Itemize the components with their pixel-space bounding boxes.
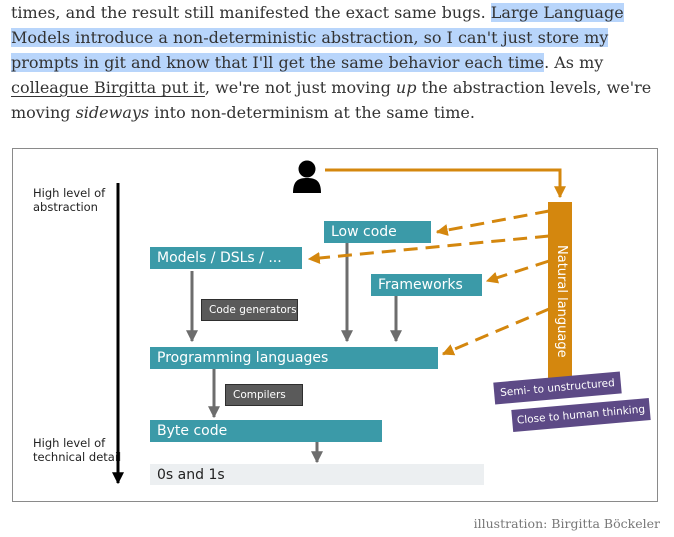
axis-top-label: High level of abstraction <box>33 186 106 214</box>
natural-language-label: Natural language <box>554 245 569 358</box>
colleague-link[interactable]: colleague Birgitta put it <box>11 78 205 97</box>
nl-to-models-arrow <box>307 234 550 264</box>
article-paragraph: times, and the result still manifested t… <box>11 0 663 125</box>
axis-bottom-label: High level of technical detail <box>33 436 122 464</box>
compilers-box: Compilers <box>225 384 303 406</box>
figure-caption: illustration: Birgitta Böckeler <box>473 516 660 531</box>
natural-language-bar <box>548 202 572 383</box>
text-before: times, and the result still manifested t… <box>11 3 491 22</box>
text-end: into non-determinism at the same time. <box>149 103 475 122</box>
user-to-natural-language-arrow <box>325 168 566 199</box>
emphasis-up: up <box>395 78 417 97</box>
programming-languages-box: Programming languages <box>150 347 438 369</box>
person-icon <box>293 160 321 193</box>
low-code-box: Low code <box>324 221 431 243</box>
nl-to-frameworks-arrow <box>485 259 550 284</box>
byte-code-box: Byte code <box>150 420 382 442</box>
text-mid-2: , we're not just moving <box>204 78 396 97</box>
abstraction-diagram: High level of abstraction High level of … <box>12 148 658 502</box>
models-dsls-box: Models / DSLs / ... <box>150 247 302 269</box>
text-mid-1: . As my <box>544 53 604 72</box>
binary-box: 0s and 1s <box>150 464 484 485</box>
nl-to-programming-arrow <box>441 307 550 356</box>
frameworks-box: Frameworks <box>371 274 482 296</box>
diagram-arrows <box>112 160 566 485</box>
emphasis-sideways: sideways <box>75 103 150 122</box>
nl-to-lowcode-arrow <box>435 209 550 236</box>
code-generators-box: Code generators <box>201 299 298 321</box>
text-mid-3: the abstraction levels, we're moving <box>11 78 652 122</box>
